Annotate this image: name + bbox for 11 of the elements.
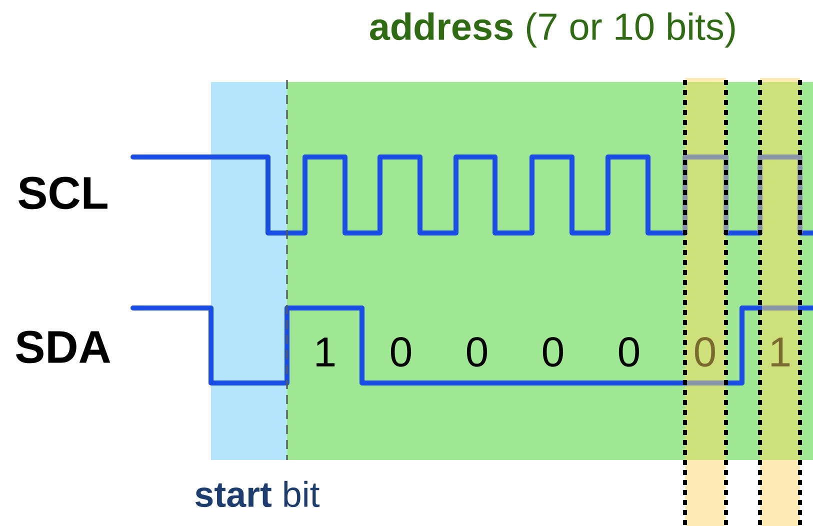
signal-label: SDA [16, 330, 110, 364]
field-label: start bit [195, 480, 320, 508]
bit-value: 1 [772, 338, 790, 366]
bit-value: 0 [543, 337, 563, 367]
bit-value: 0 [391, 337, 411, 367]
bit-value: 0 [467, 337, 487, 367]
bit-value: 0 [695, 337, 715, 367]
field-label: address (7 or 10 bits) [370, 12, 735, 48]
bit-value: 0 [619, 337, 639, 367]
signal-label: SCL [18, 176, 108, 210]
bit-value: 1 [316, 338, 335, 366]
